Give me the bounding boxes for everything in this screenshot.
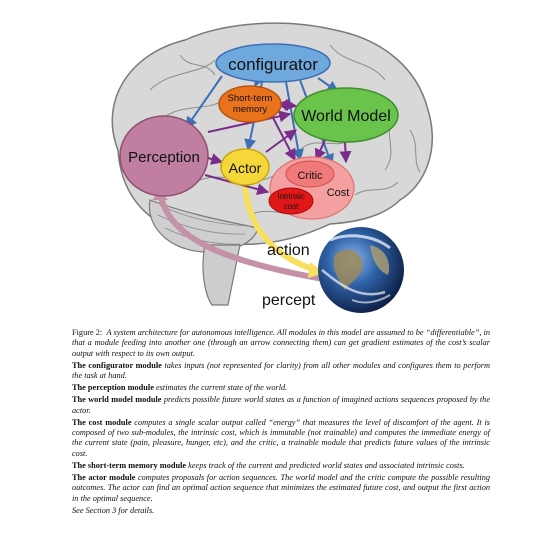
perception-node <box>119 115 209 197</box>
action-label: action <box>267 242 310 259</box>
architecture-figure: configurator Short-term memory World Mod… <box>111 22 433 313</box>
actor-label: Actor <box>229 160 262 176</box>
world-model-node <box>293 87 399 143</box>
short-term-memory-label-2: memory <box>233 104 268 115</box>
world-text: predicts possible future world states as… <box>72 395 490 415</box>
cost-heading: The cost module <box>72 417 132 427</box>
short-term-memory-label-1: Short-term <box>228 93 273 104</box>
percept-arrow <box>157 187 321 281</box>
caption-stm: The short-term memory module keeps track… <box>72 461 490 471</box>
earth-image <box>318 227 404 313</box>
arrow-world-to-cost <box>339 141 352 164</box>
arrow-memory-to-critic <box>269 111 296 162</box>
caption-intro: Figure 2: A system architecture for auto… <box>72 328 490 359</box>
configurator-node <box>215 43 331 83</box>
see-also-text: See Section 3 for details. <box>72 505 155 515</box>
perception-label: Perception <box>128 149 200 166</box>
cost-text: computes a single scalar output called “… <box>72 417 490 458</box>
figure-number: Figure 2: <box>72 328 103 337</box>
world-heading: The world model module <box>72 395 162 405</box>
arrow-actor-to-world <box>265 129 297 153</box>
perception-text: estimates the current state of the world… <box>155 383 288 393</box>
intrinsic-cost-label-1: Intrinsic <box>277 192 305 201</box>
short-term-memory-node <box>218 85 282 123</box>
critic-label: Critic <box>297 170 323 182</box>
caption-perception: The perception module estimates the curr… <box>72 383 490 393</box>
caption-actor: The actor module computes proposals for … <box>72 473 490 504</box>
configurator-text: takes inputs (not represented for clarit… <box>72 360 490 381</box>
arrow-config-to-perception <box>185 75 223 129</box>
stm-heading: The short-term memory module <box>72 460 187 470</box>
intrinsic-cost-label-2: cost <box>284 202 299 211</box>
actor-text: computes proposals for action sequences.… <box>72 472 490 503</box>
figure-caption: Figure 2: A system architecture for auto… <box>72 328 490 518</box>
caption-see-also: See Section 3 for details. <box>72 506 490 516</box>
caption-intro-text: A system architecture for autonomous int… <box>72 328 490 358</box>
stm-text: keeps track of the current and predicted… <box>188 460 465 470</box>
actor-heading: The actor module <box>72 472 136 482</box>
perception-heading: The perception module <box>72 383 154 393</box>
intrinsic-cost-node <box>268 187 314 215</box>
arrow-config-to-critic <box>285 81 304 162</box>
caption-configurator: The configurator module takes inputs (no… <box>72 361 490 382</box>
world-model-label: World Model <box>301 108 391 125</box>
critic-node <box>285 160 335 188</box>
percept-label: percept <box>262 292 316 309</box>
configurator-label: configurator <box>228 55 318 74</box>
caption-world: The world model module predicts possible… <box>72 395 490 416</box>
cost-label: Cost <box>327 187 350 199</box>
caption-cost: The cost module computes a single scalar… <box>72 418 490 460</box>
action-arrow <box>242 182 318 273</box>
actor-node <box>220 148 270 186</box>
configurator-heading: The configurator module <box>72 360 162 370</box>
arrow-perception-to-world <box>207 110 292 133</box>
arrow-perception-to-actor <box>207 153 224 165</box>
